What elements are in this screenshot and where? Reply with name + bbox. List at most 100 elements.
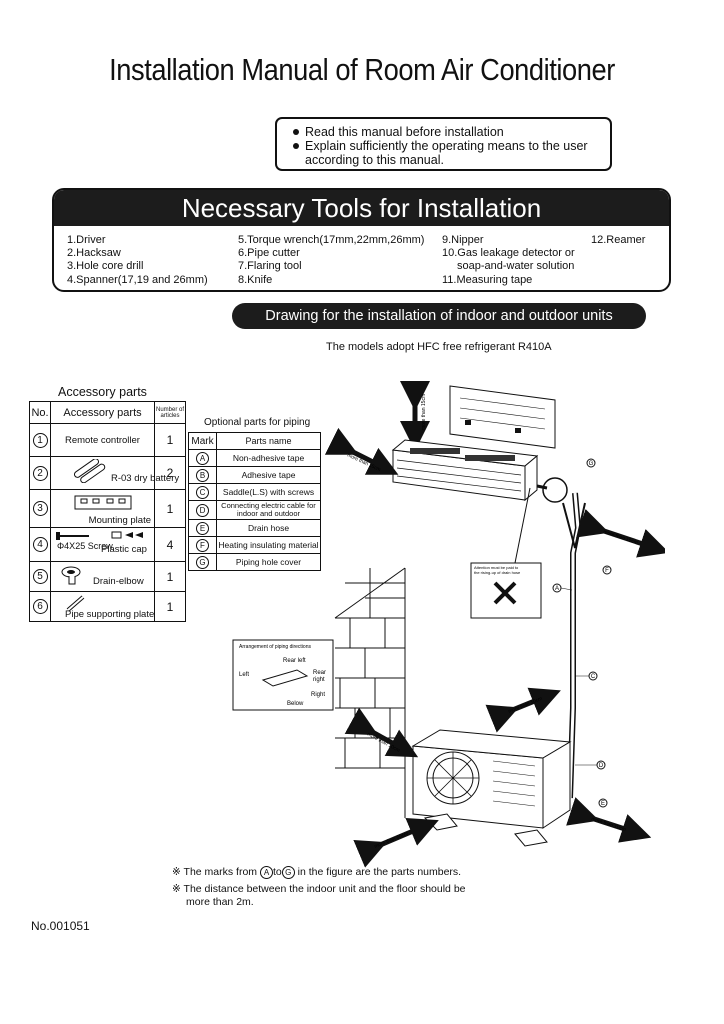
note-text: to [272,866,282,878]
row-number: 3 [32,501,48,516]
table-row: 4 Φ4X25 Screw Plastic cap 4 [29,527,186,562]
brick-wall [334,567,406,818]
table-row: 1 Remote controller 1 [29,423,186,457]
table-row: 6 Pipe supporting plate 1 [29,591,186,622]
outdoor-side-arrow [566,797,652,843]
mark-f: F [605,568,609,574]
tools-column-3: 9.Nipper 10.Gas leakage detector or soap… [442,234,575,287]
notice-line: Explain sufficiently the operating means… [293,139,610,153]
mark-d: D [599,763,604,769]
outdoor-back-arrow [344,707,419,758]
part-name: Drain-elbow [93,576,144,587]
tool-item: 2.Hacksaw [67,247,121,260]
right-clearance-arrow [576,509,665,558]
row-number: 6 [32,599,48,614]
part-name: Plastic cap [101,544,147,555]
dir-below: Below [287,701,304,707]
prohibited-mark [493,581,517,605]
dir-rear-right: Rear [313,670,326,676]
dir-rear-right: right [313,677,325,683]
table-row: 3 Mounting plate 1 [29,489,186,528]
part-name: R-03 dry battery [111,473,180,484]
models-note: The models adopt HFC free refrigerant R4… [326,341,552,353]
part-qty: 1 [154,423,186,457]
mark-badge: E [196,521,209,535]
installation-figure: more than 15cm more than 15cm more than … [232,381,665,868]
mark-badge: A [259,866,273,879]
plastic-cap-icon [111,531,143,539]
tool-item: 5.Torque wrench(17mm,22mm,26mm) [238,234,425,246]
note-symbol: ※ [172,883,181,895]
tool-item: 9.Nipper [442,234,484,246]
side-clearance-arrow [324,427,399,475]
part-name: Φ4X25 Screw [57,541,113,551]
part-qty: 4 [154,527,186,562]
outdoor-top-arrow [485,687,561,733]
page-title: Installation Manual of Room Air Conditio… [109,52,615,87]
dir-rear-left: Rear left [283,658,306,664]
tools-column-4: 12.Reamer [591,234,645,247]
optional-part-name: Piping hole cover [216,553,321,571]
notice-line: Read this manual before installation [293,125,610,139]
notice-box: Read this manual before installation Exp… [275,117,612,171]
table-row: 2 R-03 dry battery 2 [29,456,186,490]
battery-icon [73,459,106,483]
part-qty: 1 [154,591,186,622]
note-text: The marks from [183,866,258,878]
document-number: No.001051 [31,919,90,933]
outdoor-unit [411,729,572,847]
tool-item: 10.Gas leakage detector or [442,247,575,260]
piping-hole-cover [542,477,568,503]
drawing-heading: Drawing for the installation of indoor a… [232,303,646,329]
tool-item: 6.Pipe cutter [238,247,300,260]
drain-note: the rising-up of drain hose [474,570,521,575]
tool-item: 8.Knife [238,273,273,286]
part-name: Pipe supporting plate [65,609,155,620]
outdoor-front-arrow [353,818,439,868]
clearance-label: more than 15cm [421,394,427,430]
outdoor-top-label: more than 10cm [508,696,544,715]
accessory-header-no: No. [29,401,51,424]
mark-badge: G [196,555,209,569]
mark-c: C [591,674,596,680]
tool-item: 11.Measuring tape [442,273,533,286]
part-name: Remote controller [50,423,155,457]
table-row: D Connecting electric cable for indoor a… [188,500,321,520]
accessory-table: No. Accessory parts Number of articles 1… [29,401,186,622]
note-2: ※ The distance between the indoor unit a… [172,883,466,909]
row-number: 1 [32,432,48,448]
tool-item: 12.Reamer [591,234,646,246]
table-row: G Piping hole cover [188,553,321,571]
mark-g: G [589,461,594,467]
optional-title: Optional parts for piping [204,417,311,428]
screw-icon [56,532,89,540]
pipe-plate-icon [66,595,85,612]
optional-header-mark: Mark [188,432,217,450]
part-qty: 1 [154,489,186,528]
part-qty: 1 [154,561,186,592]
mark-badge: A [196,451,209,465]
note-symbol: ※ [172,866,181,878]
tools-box: Necessary Tools for Installation 1.Drive… [52,188,671,292]
accessory-header-number: Number of articles [154,401,186,424]
outdoor-front-label: more than 60cm [374,831,410,850]
mark-badge: B [196,468,209,482]
mark-a: A [555,586,559,592]
note-text: in the figure are the parts numbers. [297,866,462,878]
tool-item: 3.Hole core drill [67,260,144,273]
mark-e: E [601,801,605,807]
optional-table: Mark Parts name A Non-adhesive tape B Ad… [188,432,321,571]
outdoor-side-label: more than 10cm [590,816,626,833]
drain-elbow-icon [61,566,81,585]
dir-left: Left [239,672,249,678]
mark-badge: D [196,503,209,517]
note-text: more than 2m. [186,896,254,908]
indoor-unit [391,439,539,502]
mounting-plate [449,385,556,449]
mounting-plate-icon [74,495,132,510]
accessory-header-parts: Accessory parts [50,401,155,424]
mark-badge: G [281,866,295,879]
dir-right: Right [311,692,325,698]
table-row: 5 Drain-elbow 1 [29,561,186,592]
